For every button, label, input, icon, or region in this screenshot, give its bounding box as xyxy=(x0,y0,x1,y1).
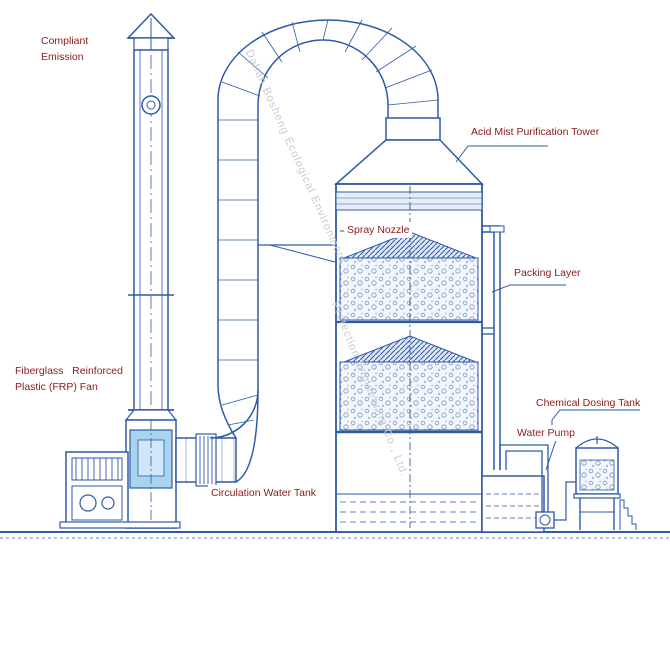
label-frp-fan-line-1: Fiberglass Reinforced xyxy=(15,365,123,377)
ground xyxy=(0,531,670,539)
label-spray-nozzle: Spray Nozzle xyxy=(344,222,413,238)
label-frp-fan: Fiberglass Reinforced Plastic (FRP) Fan xyxy=(15,363,123,395)
label-chemical-dosing-tank: Chemical Dosing Tank xyxy=(536,397,641,409)
label-compliant-emission-line-2: Emission xyxy=(41,51,84,63)
purification-tower xyxy=(334,117,484,533)
label-compliant-emission-line-1: Compliant xyxy=(41,35,89,47)
label-water-pump: Water Pump xyxy=(514,425,578,441)
chemical-dosing-tank xyxy=(573,436,637,530)
label-compliant-emission: Compliant Emission xyxy=(41,33,88,65)
label-circulation-water-tank: Circulation Water Tank xyxy=(208,485,320,501)
label-purification-tower: Acid Mist Purification Tower xyxy=(471,126,600,138)
fan-inlet-duct xyxy=(175,433,237,487)
connecting-duct xyxy=(209,19,439,483)
frp-fan xyxy=(59,419,181,529)
label-packing-layer: Packing Layer xyxy=(514,267,581,279)
exhaust-stack xyxy=(124,12,178,421)
external-piping xyxy=(481,225,578,533)
label-frp-fan-line-2: Plastic (FRP) Fan xyxy=(15,381,98,393)
